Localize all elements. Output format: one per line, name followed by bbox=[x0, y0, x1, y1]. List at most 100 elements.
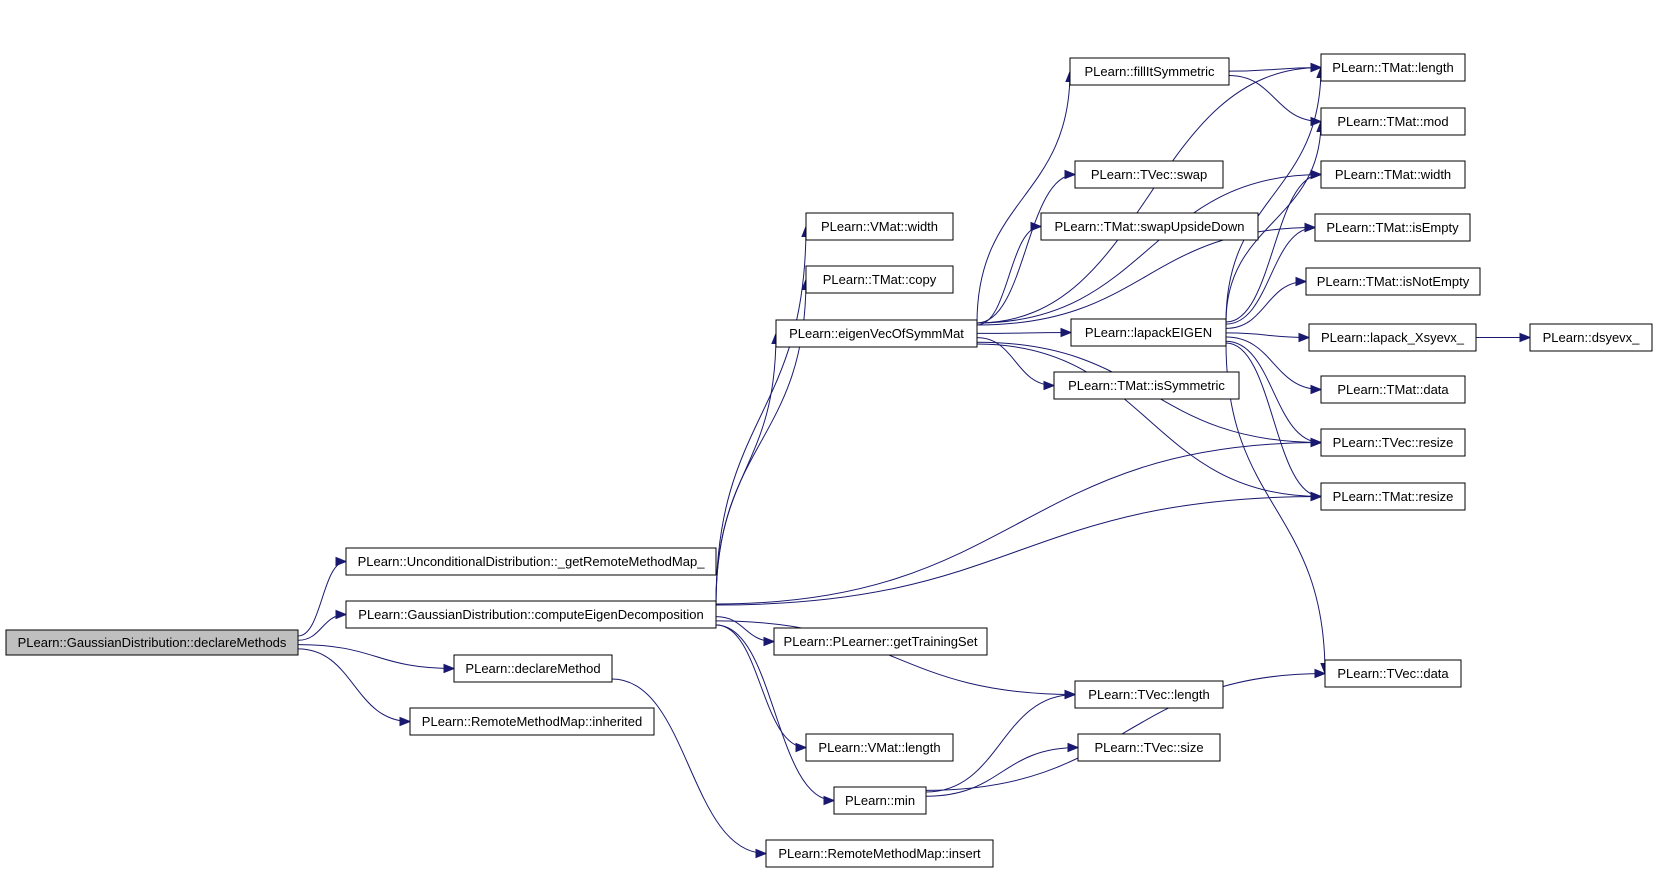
edge-min-to-tvecData bbox=[925, 668, 1327, 791]
node-box bbox=[1040, 212, 1259, 241]
node-computeEigen[interactable]: PLearn::GaussianDistribution::computeEig… bbox=[345, 600, 717, 629]
edge-line bbox=[925, 694, 1076, 793]
node-label: PLearn::TVec::data bbox=[1337, 666, 1449, 681]
node-tmatResize[interactable]: PLearn::TMat::resize bbox=[1320, 482, 1466, 511]
edge-line bbox=[715, 624, 835, 801]
node-rmmInherited[interactable]: PLearn::RemoteMethodMap::inherited bbox=[409, 707, 655, 736]
edge-computeEigen-to-vmatWidth bbox=[715, 225, 811, 605]
node-vmatWidth[interactable]: PLearn::VMat::width bbox=[805, 212, 954, 241]
node-isNotEmpty[interactable]: PLearn::TMat::isNotEmpty bbox=[1305, 267, 1481, 296]
node-box bbox=[833, 786, 927, 815]
edge-computeEigen-to-getTrainingSet bbox=[715, 616, 776, 647]
edge-eigenVec-to-fillSym bbox=[976, 70, 1075, 324]
node-box bbox=[1074, 160, 1224, 189]
node-label: PLearn::TMat::copy bbox=[823, 272, 937, 287]
node-swapUD[interactable]: PLearn::TMat::swapUpsideDown bbox=[1040, 212, 1259, 241]
edge-arrowhead bbox=[1519, 332, 1532, 343]
edge-line bbox=[1228, 75, 1322, 122]
node-box bbox=[1074, 680, 1224, 709]
edge-eigenVec-to-tmatWidth bbox=[976, 169, 1323, 324]
edge-arrowhead bbox=[1310, 437, 1323, 448]
node-tvecSize[interactable]: PLearn::TVec::size bbox=[1077, 733, 1221, 762]
node-label: PLearn::dsyevx_ bbox=[1543, 330, 1641, 345]
edge-arrowhead bbox=[335, 556, 348, 567]
edge-line bbox=[1225, 340, 1322, 443]
node-box bbox=[1320, 53, 1466, 82]
call-nodes: PLearn::GaussianDistribution::declareMet… bbox=[5, 53, 1653, 868]
edge-eigenVec-to-tmatLength bbox=[976, 62, 1323, 324]
edge-line bbox=[297, 644, 455, 669]
edge-min-to-tvecSize bbox=[925, 742, 1080, 797]
edge-line bbox=[1225, 67, 1322, 323]
node-tmatLength[interactable]: PLearn::TMat::length bbox=[1320, 53, 1466, 82]
edge-lapackEIGEN-to-isEmpty bbox=[1225, 222, 1317, 325]
edge-line bbox=[1225, 336, 1322, 390]
node-lapackEIGEN[interactable]: PLearn::lapackEIGEN bbox=[1070, 318, 1227, 347]
edge-line bbox=[976, 343, 1322, 497]
edge-eigenVec-to-tmatResize bbox=[976, 343, 1323, 502]
node-label: PLearn::TVec::swap bbox=[1091, 167, 1207, 182]
edge-arrowhead bbox=[1030, 221, 1043, 232]
node-box bbox=[1320, 428, 1466, 457]
node-tmatWidth[interactable]: PLearn::TMat::width bbox=[1320, 160, 1466, 189]
node-vmatLength[interactable]: PLearn::VMat::length bbox=[805, 733, 954, 762]
node-declareMethod[interactable]: PLearn::declareMethod bbox=[453, 654, 613, 683]
edge-lapackEIGEN-to-tmatResize bbox=[1225, 342, 1323, 502]
edge-arrowhead bbox=[1310, 169, 1323, 180]
edge-line bbox=[925, 673, 1326, 791]
node-box bbox=[1529, 323, 1653, 352]
node-getTrainingSet[interactable]: PLearn::PLearner::getTrainingSet bbox=[773, 627, 988, 656]
node-tmatCopy[interactable]: PLearn::TMat::copy bbox=[805, 265, 954, 294]
edge-line bbox=[976, 226, 1042, 326]
node-box bbox=[1314, 213, 1471, 242]
node-fillSym[interactable]: PLearn::fillItSymmetric bbox=[1069, 57, 1230, 86]
edge-computeEigen-to-tvecResize bbox=[715, 437, 1323, 605]
node-declareMethods[interactable]: PLearn::GaussianDistribution::declareMet… bbox=[5, 629, 299, 656]
node-xsyevx[interactable]: PLearn::lapack_Xsyevx_ bbox=[1308, 323, 1477, 352]
edge-declareMethods-to-declareMethod bbox=[297, 644, 456, 674]
edge-computeEigen-to-tmatResize bbox=[715, 491, 1323, 606]
edge-arrowhead bbox=[1295, 276, 1308, 287]
edge-declareMethod-to-rmmInsert bbox=[611, 678, 768, 859]
node-label: PLearn::lapack_Xsyevx_ bbox=[1321, 330, 1465, 345]
node-box bbox=[1305, 267, 1481, 296]
node-label: PLearn::TMat::resize bbox=[1333, 489, 1454, 504]
edge-arrowhead bbox=[1310, 384, 1323, 395]
node-label: PLearn::TVec::size bbox=[1094, 740, 1203, 755]
node-rmmInsert[interactable]: PLearn::RemoteMethodMap::insert bbox=[765, 839, 994, 868]
node-label: PLearn::TMat::isEmpty bbox=[1326, 220, 1459, 235]
node-tvecSwap[interactable]: PLearn::TVec::swap bbox=[1074, 160, 1224, 189]
node-getRemoteMethodMap[interactable]: PLearn::UnconditionalDistribution::_getR… bbox=[345, 547, 717, 576]
edge-computeEigen-to-vmatLength bbox=[715, 624, 808, 753]
edge-arrowhead bbox=[1310, 491, 1323, 502]
node-eigenVec[interactable]: PLearn::eigenVecOfSymmMat bbox=[775, 319, 978, 348]
node-isEmpty[interactable]: PLearn::TMat::isEmpty bbox=[1314, 213, 1471, 242]
edge-line bbox=[297, 614, 347, 641]
node-tvecData[interactable]: PLearn::TVec::data bbox=[1324, 659, 1462, 688]
node-tvecResize[interactable]: PLearn::TVec::resize bbox=[1320, 428, 1466, 457]
edge-arrowhead bbox=[335, 609, 348, 620]
node-min[interactable]: PLearn::min bbox=[833, 786, 927, 815]
node-label: PLearn::GaussianDistribution::computeEig… bbox=[358, 607, 703, 622]
node-box bbox=[775, 319, 978, 348]
node-box bbox=[1070, 318, 1227, 347]
edge-line bbox=[976, 67, 1322, 324]
call-edges bbox=[297, 62, 1532, 859]
node-box bbox=[453, 654, 613, 683]
node-tvecLength[interactable]: PLearn::TVec::length bbox=[1074, 680, 1224, 709]
node-box bbox=[1308, 323, 1477, 352]
node-label: PLearn::min bbox=[845, 793, 915, 808]
edge-lapackEIGEN-to-tvecResize bbox=[1225, 340, 1323, 448]
node-label: PLearn::UnconditionalDistribution::_getR… bbox=[358, 554, 706, 569]
edge-line bbox=[715, 624, 807, 748]
node-isSymmetric[interactable]: PLearn::TMat::isSymmetric bbox=[1053, 371, 1240, 400]
edge-xsyevx-to-dsyevx bbox=[1475, 332, 1532, 343]
node-dsyevx[interactable]: PLearn::dsyevx_ bbox=[1529, 323, 1653, 352]
node-tmatData[interactable]: PLearn::TMat::data bbox=[1320, 375, 1466, 404]
edge-lapackEIGEN-to-tmatData bbox=[1225, 336, 1323, 395]
node-label: PLearn::TMat::isNotEmpty bbox=[1317, 274, 1470, 289]
edge-line bbox=[611, 678, 767, 854]
node-box bbox=[773, 627, 988, 656]
node-label: PLearn::TMat::isSymmetric bbox=[1068, 378, 1225, 393]
node-tmatMod[interactable]: PLearn::TMat::mod bbox=[1320, 107, 1466, 136]
